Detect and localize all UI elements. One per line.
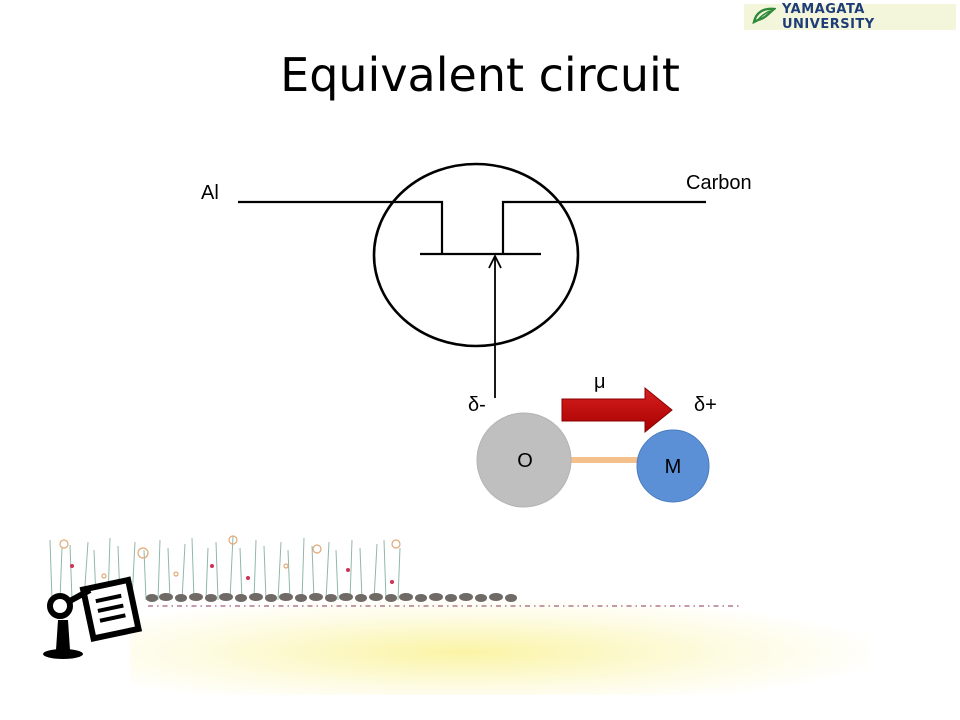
partial-negative-label: δ- (468, 394, 486, 416)
al-electrode-label: Al (201, 182, 219, 204)
flower-decoration (59, 535, 401, 579)
oxygen-atom-label: O (517, 450, 533, 472)
gate-arrowhead (488, 253, 502, 269)
leaf-icon (752, 6, 778, 29)
dipole-arrow (561, 386, 673, 434)
metal-atom-label: M (664, 456, 682, 478)
carbon-lead-wire (501, 200, 706, 254)
circuit-circle (372, 162, 580, 348)
slide-title: Equivalent circuit (280, 48, 680, 102)
dipole-moment-label: μ (594, 371, 606, 393)
al-lead-wire (238, 200, 444, 254)
metal-atom (636, 429, 710, 503)
partial-positive-label: δ+ (694, 394, 717, 416)
logo-text: YAMAGATA UNIVERSITY (782, 2, 875, 32)
oxygen-atom (476, 412, 572, 508)
carbon-electrode-label: Carbon (686, 172, 752, 194)
footer-glow (130, 600, 870, 695)
university-logo: YAMAGATA UNIVERSITY (744, 2, 956, 32)
presenter-lectern-icon (43, 576, 142, 659)
pebble-row (146, 593, 517, 602)
